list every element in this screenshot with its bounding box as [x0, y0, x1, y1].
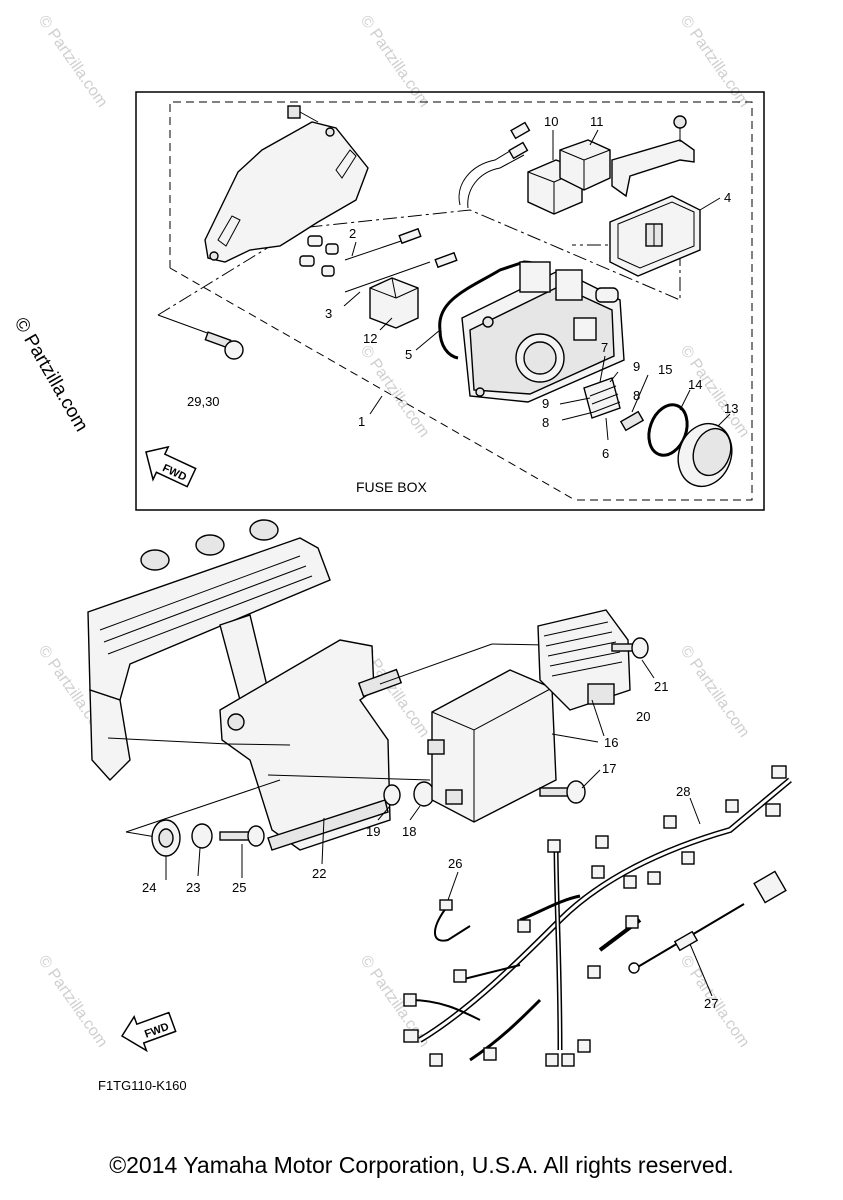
bracket-22 — [219, 639, 403, 851]
wire-harness-28 — [403, 765, 792, 1067]
callout-1: 1 — [358, 414, 365, 429]
watermark: © Partzilla.com — [35, 953, 111, 1051]
callout-16: 16 — [604, 735, 618, 750]
bolt-21 — [611, 637, 649, 659]
cable-end — [510, 121, 531, 140]
collar-23 — [191, 823, 213, 849]
leader — [107, 737, 229, 745]
gasket-5 — [438, 329, 459, 360]
callout-8a: 8 — [633, 388, 640, 403]
leader — [267, 774, 431, 781]
cable-end — [508, 141, 529, 160]
callout-4: 4 — [724, 190, 731, 205]
fuse-box-frame — [135, 91, 765, 511]
callout-5: 5 — [405, 347, 412, 362]
bolt-17 — [539, 780, 586, 804]
fwd-arrow-bottom: FWD — [120, 1011, 177, 1053]
fuse-box-cover — [204, 121, 369, 263]
callout-20: 20 — [636, 709, 650, 724]
callout-2: 2 — [349, 226, 356, 241]
callout-22: 22 — [312, 866, 326, 881]
callout-18: 18 — [402, 824, 416, 839]
grommet-18 — [413, 781, 435, 807]
wire-26 — [434, 907, 471, 942]
callout-15: 15 — [658, 362, 672, 377]
leader — [379, 643, 493, 685]
cap-13 — [677, 422, 733, 488]
cover-hole — [209, 251, 219, 261]
bolt-25 — [219, 825, 265, 847]
callout-23: 23 — [186, 880, 200, 895]
leader — [491, 643, 546, 646]
callout-9b: 9 — [542, 396, 549, 411]
callout-leaders — [165, 129, 731, 997]
grommets — [299, 235, 339, 277]
screw-head — [673, 115, 687, 129]
fuse-15 — [619, 410, 645, 432]
screw-top — [287, 105, 301, 119]
callout-6: 6 — [602, 446, 609, 461]
callout-28: 28 — [676, 784, 690, 799]
fwd-arrow-top: FWD — [145, 445, 197, 488]
leader — [125, 779, 281, 833]
watermark: © Partzilla.com — [677, 13, 753, 111]
relay-11 — [559, 139, 611, 191]
leader — [227, 743, 291, 746]
wire-3 — [344, 261, 431, 293]
callout-27: 27 — [704, 996, 718, 1011]
callout-14: 14 — [688, 377, 702, 392]
diagram-code: F1TG110-K160 — [98, 1078, 187, 1093]
cover-slot — [217, 215, 241, 247]
cable-harness-top — [467, 154, 525, 209]
fuse-cover-4 — [609, 195, 701, 277]
cover-hole — [325, 127, 335, 137]
watermark: © Partzilla.com — [677, 643, 753, 741]
callout-21: 21 — [654, 679, 668, 694]
copyright: ©2014 Yamaha Motor Corporation, U.S.A. A… — [109, 1152, 734, 1178]
callout-17: 17 — [602, 761, 616, 776]
callout-12: 12 — [363, 331, 377, 346]
bolt-29-30 — [204, 331, 244, 360]
fuse-box-enclosure — [169, 101, 753, 501]
relay-12 — [369, 277, 419, 329]
callout-9a: 9 — [633, 359, 640, 374]
callout-8b: 8 — [542, 415, 549, 430]
wire-26-connector — [439, 899, 453, 911]
cable-harness-top — [458, 144, 521, 206]
callout-19: 19 — [366, 824, 380, 839]
callout-10: 10 — [544, 114, 558, 129]
callout-11: 11 — [590, 114, 604, 129]
connector-pin — [398, 227, 422, 245]
engine-head — [87, 519, 331, 782]
fuse-box-label: FUSE BOX — [356, 479, 427, 495]
callout-2930: 29,30 — [187, 394, 220, 409]
cover-slot — [335, 149, 357, 179]
wire-2 — [344, 237, 411, 261]
rectifier-20 — [537, 609, 631, 711]
callout-24: 24 — [142, 880, 156, 895]
side-watermark: © Partzilla.com — [10, 314, 92, 435]
watermark: © Partzilla.com — [357, 13, 433, 111]
callout-26: 26 — [448, 856, 462, 871]
screw-shaft — [299, 111, 319, 123]
o-ring-14 — [647, 403, 689, 457]
callout-3: 3 — [325, 306, 332, 321]
callout-13: 13 — [724, 401, 738, 416]
lead-boot — [753, 870, 787, 904]
collar-19 — [383, 784, 401, 806]
lead-terminal — [628, 962, 640, 974]
connector-pin — [434, 251, 458, 269]
watermark: © Partzilla.com — [35, 13, 111, 111]
fuse-box-body — [461, 261, 625, 403]
watermark: © Partzilla.com — [357, 343, 433, 441]
lead-sleeve — [673, 930, 699, 952]
callout-7: 7 — [601, 340, 608, 355]
holder-strap — [611, 139, 695, 198]
callout-25: 25 — [232, 880, 246, 895]
fuse-block — [583, 377, 621, 419]
cdi-unit-16 — [427, 669, 557, 823]
grommet-24 — [151, 819, 181, 857]
